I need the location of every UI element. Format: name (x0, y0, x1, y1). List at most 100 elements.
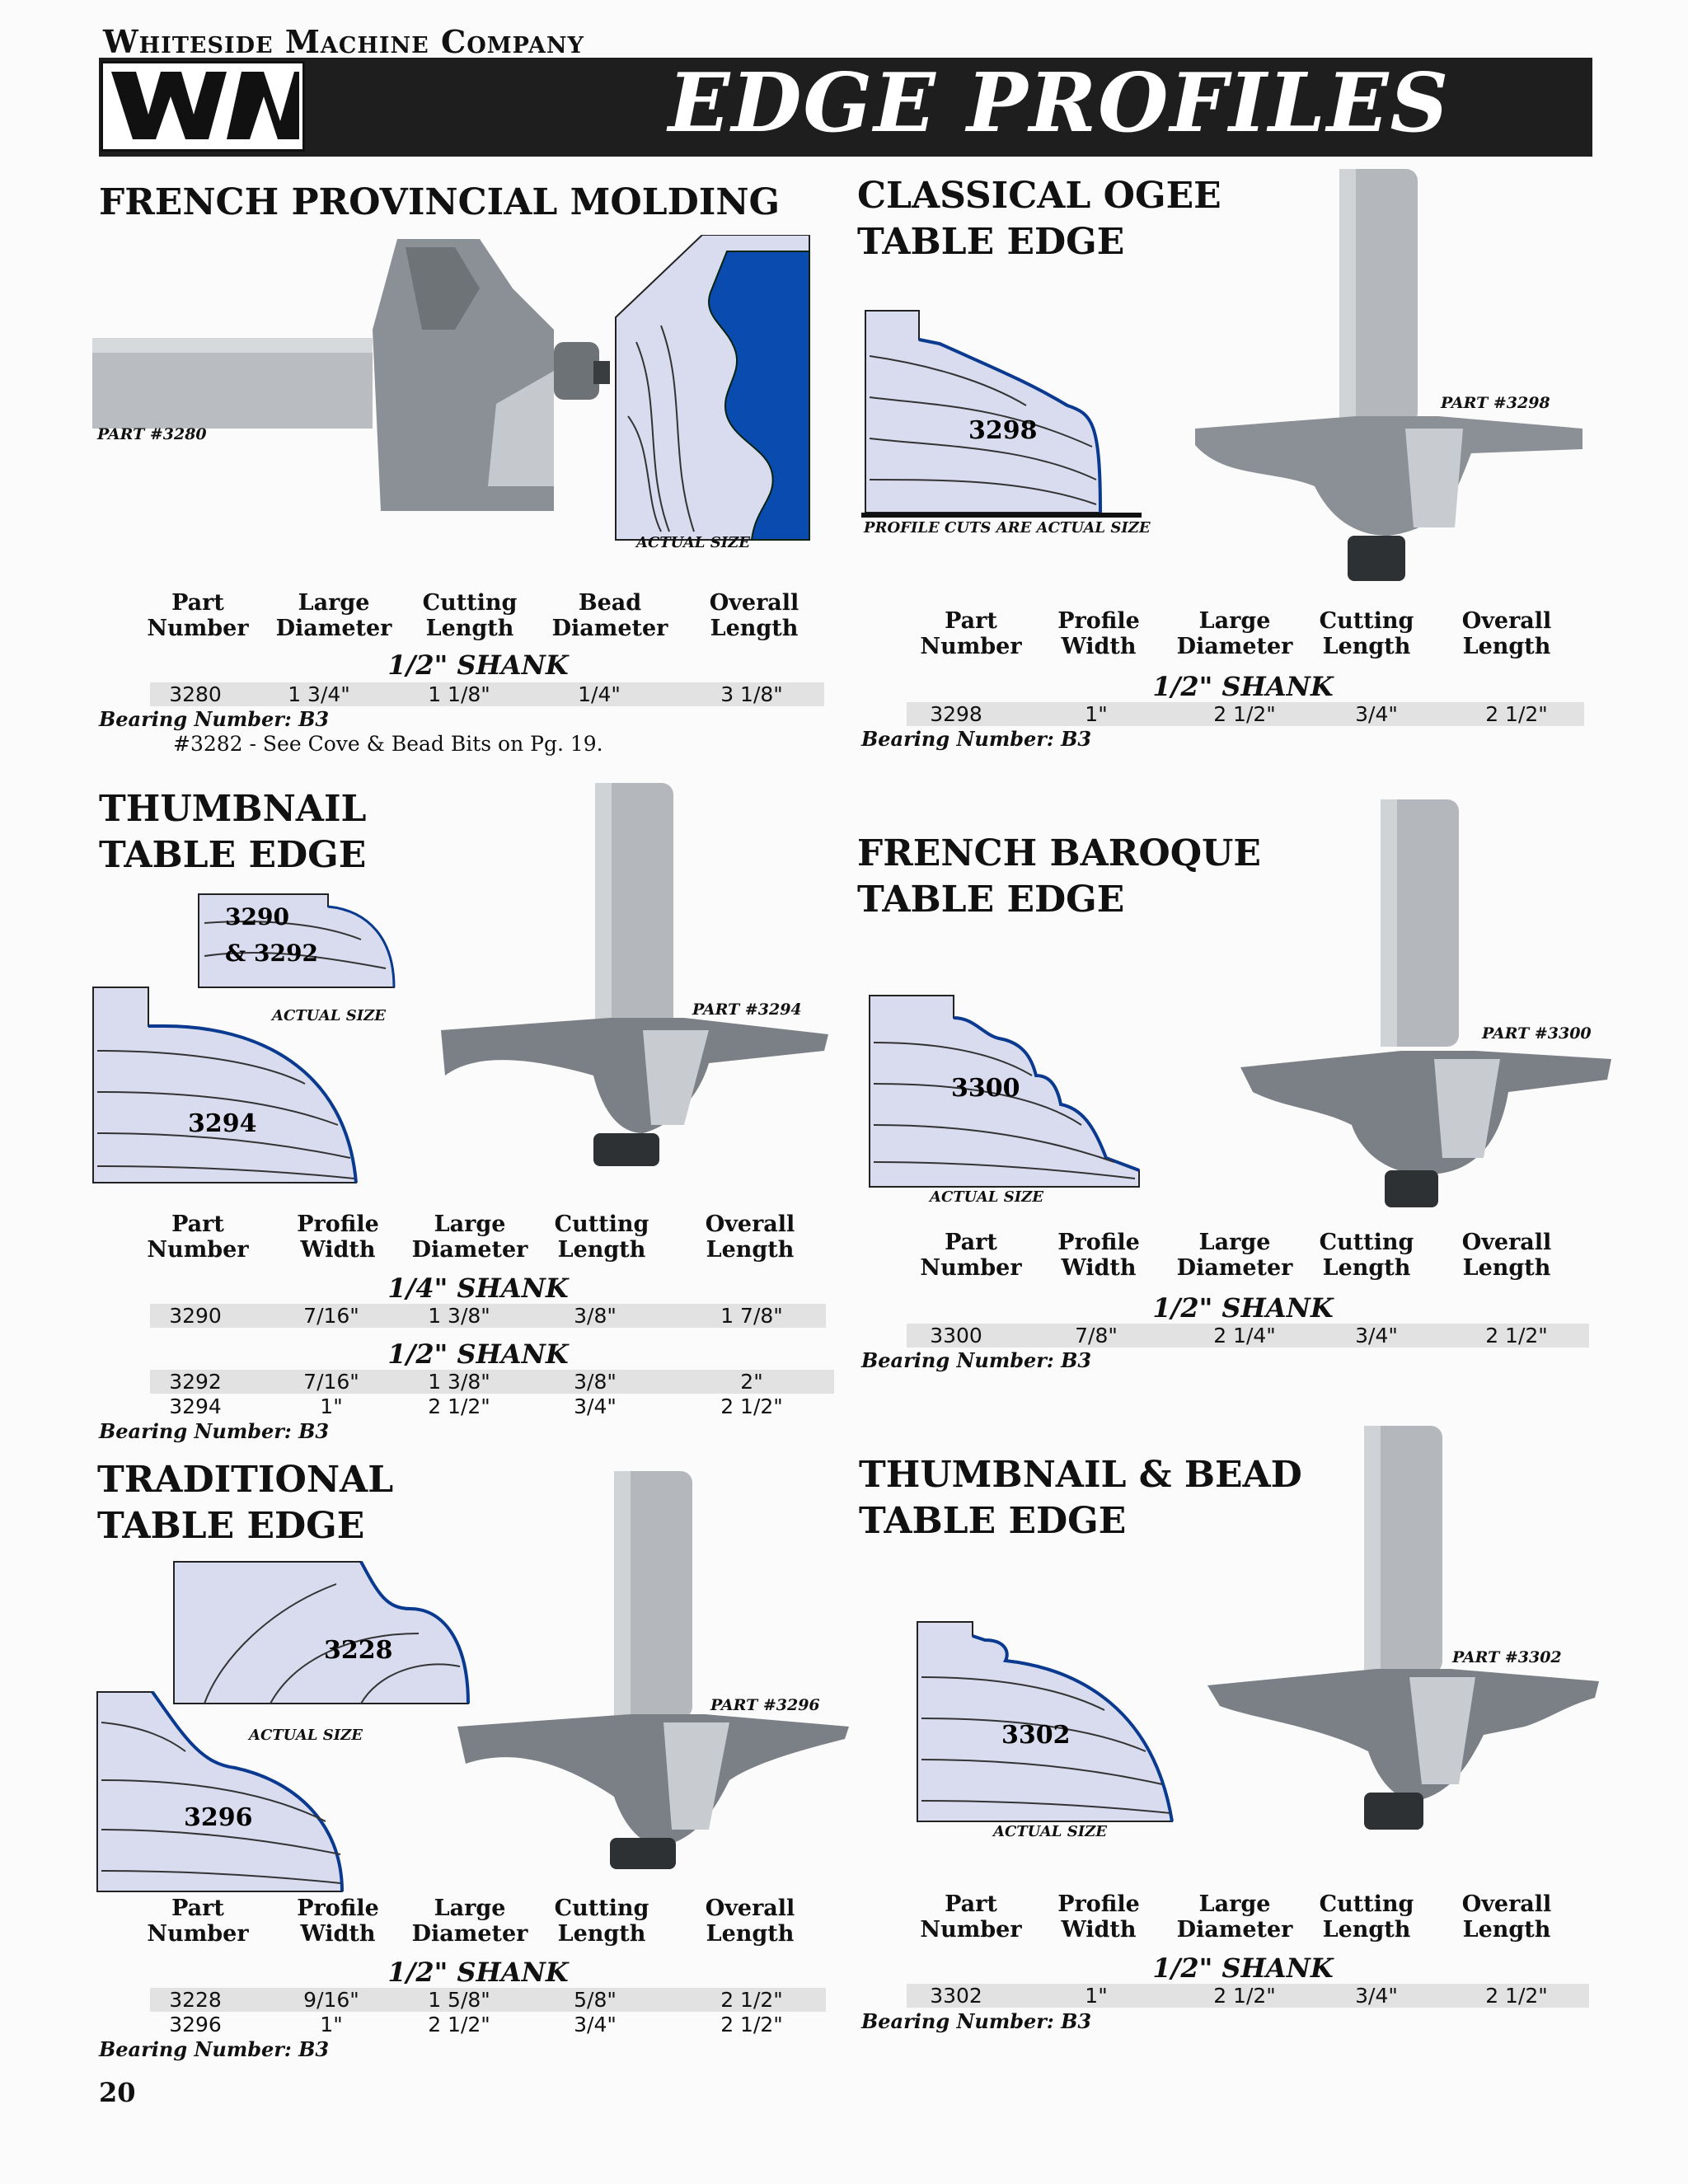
profile-diagram-3294: 3294 (92, 987, 358, 1183)
profile-diagram-3298: 3298 (861, 310, 1142, 518)
cell-part-number: 3300 (930, 1324, 982, 1347)
cell: 1/4" (578, 682, 621, 706)
molding-profile-diagram (615, 235, 810, 541)
profile-label-3296: 3296 (184, 1803, 253, 1832)
table-row: 3302 1" 2 1/2" 3/4" 2 1/2" (907, 1984, 1589, 2008)
actual-size-caption: ACTUAL SIZE (272, 1007, 386, 1024)
table-row: 3228 9/16" 1 5/8" 5/8" 2 1/2" (150, 1988, 826, 2012)
cell-part-number: 3228 (169, 1988, 222, 2012)
cell: 3/4" (574, 1394, 617, 1418)
profile-diagram-3228: 3228 (173, 1561, 470, 1704)
shank-label: 1/2" SHANK (387, 649, 569, 681)
router-bit-3294-image (441, 783, 828, 1166)
title-banner (99, 58, 1592, 157)
cell-part-number: 3302 (930, 1984, 982, 2008)
profile-diagram-3300: 3300 (869, 995, 1140, 1188)
profile-label-3298: 3298 (968, 416, 1038, 445)
router-bit-3300-image (1240, 799, 1611, 1207)
router-bit-3280-image (92, 239, 610, 511)
cell: 3/8" (574, 1304, 617, 1328)
profile-actual-size-caption: PROFILE CUTS ARE ACTUAL SIZE (864, 519, 1151, 537)
cell: 2 1/2" (720, 2013, 783, 2036)
cell: 2 1/2" (428, 2013, 490, 2036)
bearing-number: Bearing Number: B3 (861, 727, 1092, 751)
cell: 7/16" (303, 1304, 359, 1328)
page-title: EDGE PROFILES (668, 56, 1451, 151)
cell: 1" (1085, 702, 1108, 726)
profile-label-3300: 3300 (951, 1074, 1020, 1103)
cell: 2 1/2" (1485, 1984, 1548, 2008)
cell: 2 1/2" (428, 1394, 490, 1418)
cell: 1" (320, 2013, 343, 2036)
cell-part-number: 3292 (169, 1370, 222, 1394)
cell: 1 7/8" (720, 1304, 783, 1328)
part-caption-3302: PART #3302 (1452, 1648, 1562, 1666)
cell: 2 1/2" (1485, 1324, 1548, 1347)
section-title-thumbnail-bead: THUMBNAIL & BEAD TABLE EDGE (859, 1454, 1302, 1542)
bearing-number: Bearing Number: B3 (861, 2009, 1092, 2033)
shank-label: 1/2" SHANK (387, 1338, 569, 1370)
part-caption-3296: PART #3296 (710, 1696, 820, 1714)
profile-diagram-3302: 3302 (917, 1621, 1174, 1822)
table-row: 3296 1" 2 1/2" 3/4" 2 1/2" (150, 2013, 826, 2036)
profile-diagram-3296: 3296 (96, 1690, 344, 1892)
cell: 3 1/8" (720, 682, 783, 706)
cell: 3/4" (574, 2013, 617, 2036)
actual-size-caption: ACTUAL SIZE (993, 1823, 1107, 1840)
cell: 3/4" (1355, 702, 1398, 726)
cell: 1 5/8" (428, 1988, 490, 2012)
router-bit-3296-image (457, 1471, 849, 1869)
cell: 2 1/2" (720, 1394, 783, 1418)
actual-size-caption-3280: ACTUAL SIZE (636, 534, 750, 551)
profile-label-3228: 3228 (324, 1636, 393, 1665)
shank-label: 1/4" SHANK (387, 1272, 569, 1304)
table-row: 3292 7/16" 1 3/8" 3/8" 2" (150, 1370, 834, 1394)
cell: 2 1/2" (720, 1988, 783, 2012)
router-bit-3302-image (1207, 1426, 1599, 1830)
cell-part-number: 3290 (169, 1304, 222, 1328)
part-caption-3294: PART #3294 (692, 1001, 802, 1019)
profile-label: & 3292 (225, 940, 318, 967)
part-caption-3300: PART #3300 (1482, 1024, 1592, 1043)
section-title-classical-ogee: CLASSICAL OGEE TABLE EDGE (857, 175, 1221, 263)
router-bit-3298-image (1195, 169, 1582, 581)
profile-diagram-3290-3292: 3290 & 3292 (198, 893, 396, 988)
cell: 2" (740, 1370, 763, 1394)
cell: 3/4" (1355, 1324, 1398, 1347)
wm-logo-icon (111, 72, 299, 139)
bearing-number: Bearing Number: B3 (99, 707, 330, 731)
profile-label-3294: 3294 (188, 1109, 257, 1138)
cell: 2 1/2" (1485, 702, 1548, 726)
cell: 2 1/2" (1213, 702, 1276, 726)
cell: 9/16" (303, 1988, 359, 2012)
cell: 1" (320, 1394, 343, 1418)
section-title-french-baroque: FRENCH BAROQUE TABLE EDGE (857, 832, 1261, 921)
company-logo (101, 61, 305, 152)
cell: 1 3/8" (428, 1370, 490, 1394)
shank-label: 1/2" SHANK (1152, 1292, 1334, 1324)
bearing-number: Bearing Number: B3 (99, 2037, 330, 2061)
cell: 7/8" (1075, 1324, 1118, 1347)
cell-part-number: 3294 (169, 1394, 222, 1418)
cell: 3/4" (1355, 1984, 1398, 2008)
